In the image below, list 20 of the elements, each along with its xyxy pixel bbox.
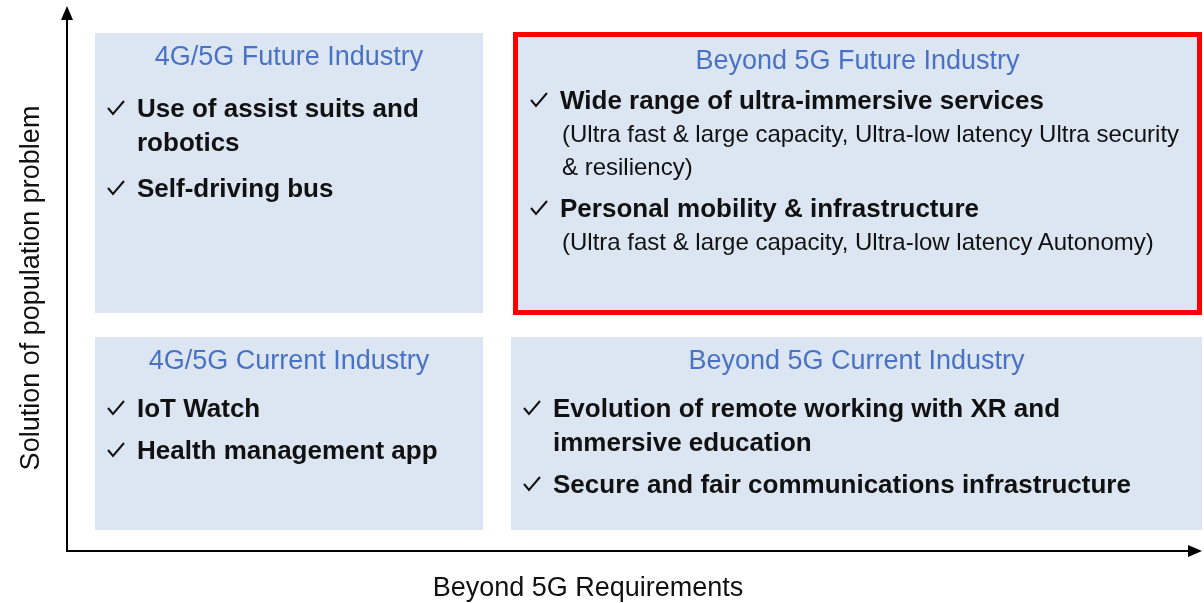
quadrant-panel xyxy=(95,33,483,313)
use-case-text: Secure and fair communications infrastructure xyxy=(553,468,1131,501)
quadrant-panel xyxy=(513,32,1202,315)
use-case-text: Health management app xyxy=(137,434,438,467)
use-case-text: Personal mobility & infrastructure xyxy=(560,192,979,225)
quadrant-panel xyxy=(511,337,1202,530)
requirement-note: (Ultra fast & large capacity, Ultra-low latency Ultra security & resiliency) xyxy=(561,119,1181,182)
quadrant-panel xyxy=(95,337,483,530)
use-case-text: Wide range of ultra-immersive services xyxy=(560,84,1044,117)
use-case-text: Use of assist suits and robotics xyxy=(137,92,420,159)
use-case-text: IoT Watch xyxy=(137,392,261,425)
axis-label: Beyond 5G Requirements xyxy=(432,571,744,603)
axis-label: Solution of population problem xyxy=(14,105,46,471)
panel-heading: 4G/5G Current Industry xyxy=(147,344,431,377)
requirement-note: (Ultra fast & large capacity, Ultra-low latency Autonomy) xyxy=(561,227,1155,257)
panel-heading: 4G/5G Future Industry xyxy=(153,40,425,73)
use-case-text: Self-driving bus xyxy=(137,172,334,205)
panel-heading: Beyond 5G Current Industry xyxy=(687,344,1026,377)
use-case-text: Evolution of remote working with XR and immersive education xyxy=(553,392,1061,459)
panel-heading: Beyond 5G Future Industry xyxy=(694,44,1021,77)
